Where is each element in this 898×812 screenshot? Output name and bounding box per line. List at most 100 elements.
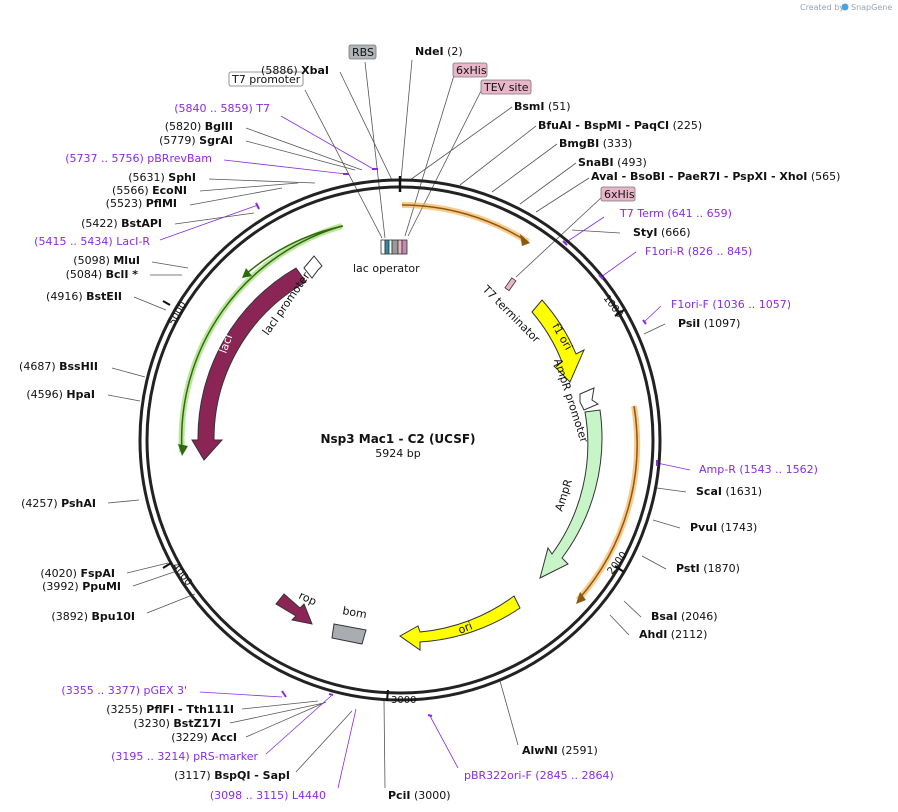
label-sgrai: (5779) SgrAI [159,134,233,147]
label-pos: (5523) [106,197,146,210]
label-bmgbi: BmgBI (333) [559,137,632,150]
label-name: PpuMI [82,580,121,593]
label-pos: (5098) [73,254,113,267]
label-text: PsiI (1097) [678,317,740,330]
label-name: SgrAI [199,134,233,147]
label-name: PstI [676,562,700,575]
label-pos: (3230) [133,717,173,730]
leader-line [609,614,630,636]
label-text: (3195 .. 3214) pRS-marker [111,750,258,763]
label-pos: (1097) [700,317,740,330]
leader-line [535,177,590,213]
label-text: (5098) MluI [73,254,140,267]
label-name: NdeI [415,45,444,58]
tick-1000: 1000 [601,293,625,320]
label-pos: (3892) [51,610,91,623]
label-rbs: RBS [348,44,377,60]
label-name: PshAI [61,497,96,510]
label-psti: PstI (1870) [676,562,740,575]
label-text: 6xHis [604,188,635,201]
label-pos: (51) [545,100,571,113]
leader-line [132,571,175,587]
label-text: (3992) PpuMI [42,580,121,593]
label-name: pRS-marker [193,750,258,763]
label-scai: ScaI (1631) [696,485,762,498]
label-name: Amp-R [699,463,736,476]
label-bsmi: BsmI (51) [514,100,571,113]
label-name: BglII [205,120,233,133]
label-name: AhdI [639,628,667,641]
label-bglii: (5820) BglII [165,120,233,133]
label-name: BssHII [59,360,98,373]
feature-lac-operator: lac operator [353,239,420,275]
label-text: (5779) SgrAI [159,134,233,147]
label-name: Bpu10I [92,610,136,623]
label-name: BmgBI [559,137,599,150]
label-pos: (5886) [261,64,301,77]
feature-ampr: AmpR [539,409,603,579]
leader-line [623,600,642,618]
label-text: (5523) PflMI [106,197,177,210]
label-pshai: (4257) PshAI [21,497,96,510]
leader-line [337,708,357,789]
leader-line [491,143,558,193]
leader-line [174,212,255,225]
label-box [452,62,488,78]
label-pos: (1631) [722,485,762,498]
feature-rop: rop [275,589,319,625]
label-name: BclI * [106,268,139,281]
leader-line [146,593,196,614]
label-pos: (2046) [677,610,717,623]
label-name: LacI-R [116,235,150,248]
plasmid-name: Nsp3 Mac1 - C2 (UCSF) [320,432,475,446]
label-text: PvuI (1743) [690,521,757,534]
label-text: AvaI - BsoBI - PaeR7I - PspXI - XhoI (56… [591,170,840,183]
label-snabi: SnaBI (493) [578,156,647,169]
label-ppumi: (3992) PpuMI [42,580,121,593]
label-pos: (4916) [46,290,86,303]
label-text: (5415 .. 5434) LacI-R [34,235,150,248]
label-name: F1ori-R [645,245,685,258]
label-name: MluI [113,254,140,267]
leader-line [499,680,519,746]
orf-laci-inner [245,225,344,275]
label-text: PstI (1870) [676,562,740,575]
label-mlui: (5098) MluI [73,254,140,267]
label-pos: (565) [807,170,840,183]
leader-line [159,204,259,241]
label-ampr-primer: Amp-R (1543 .. 1562) [699,463,818,476]
leader-line [304,89,383,239]
orf-ampr-line [577,405,638,601]
label-name: FspAI [80,567,115,580]
label-alwni: AlwNI (2591) [522,744,598,757]
feature-label: bom [341,604,367,621]
label-name: PvuI [690,521,717,534]
label-text: (5566) EcoNI [112,184,187,197]
leader-line [223,159,347,175]
orf-mac1-line [401,204,529,243]
label-6xhis-a: 6xHis [452,62,488,78]
leader-line [459,125,537,186]
label-text: (5886) XbaI [261,64,329,77]
label-text: BfuAI - BspMI - PaqCI (225) [538,119,702,132]
label-bsteii: (4916) BstEII [46,290,122,303]
leader-line [295,710,353,773]
label-name: pBRrevBam [147,152,212,165]
label-6xhis-b: 6xHis [600,186,636,202]
label-pos: (3117) [174,769,214,782]
feature-laci: lacI [191,267,307,461]
label-text: pBR322ori-F (2845 .. 2864) [464,769,614,782]
label-name: BfuAI - BspMI - PaqCI [538,119,669,132]
label-bspqi: (3117) BspQI - SapI [174,769,290,782]
label-name: pGEX 3' [143,684,187,697]
leader-line [245,701,327,738]
label-box [480,79,532,95]
leader-line [571,229,621,234]
feature-label: AmpR [552,477,575,513]
label-pbr322: pBR322ori-F (2845 .. 2864) [464,769,614,782]
label-pflmi: (5523) PflMI [106,197,177,210]
label-name: HpaI [66,388,95,401]
leader-line [199,182,299,192]
leader-line [600,251,637,278]
